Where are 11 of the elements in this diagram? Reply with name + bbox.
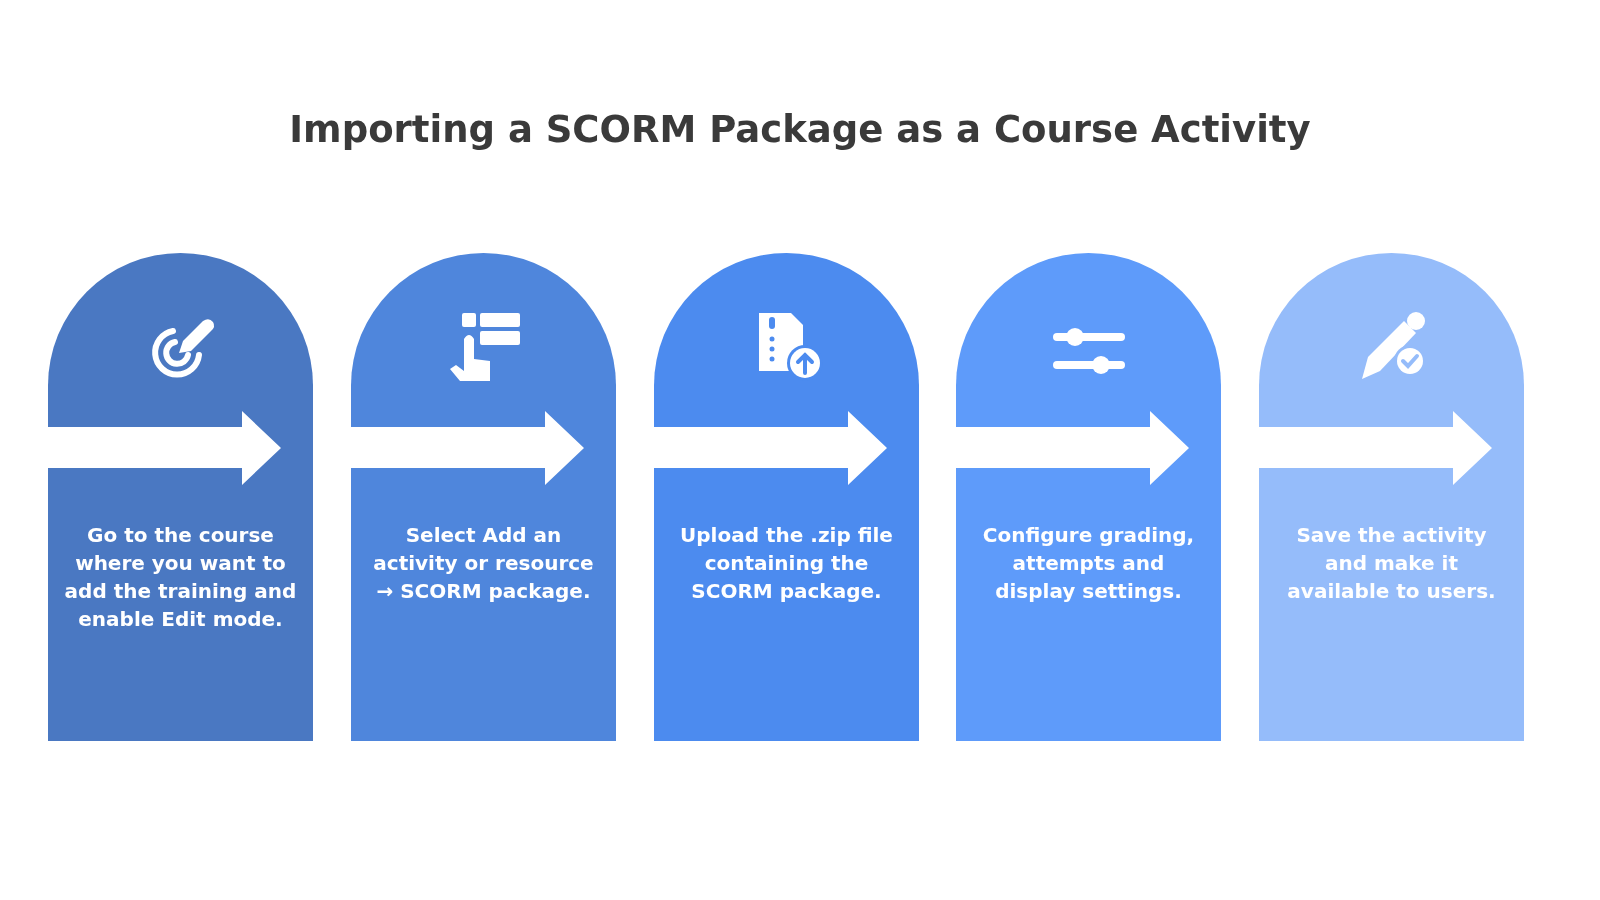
step-text: Go to the course where you want to add the training and enable Edit mode. bbox=[63, 522, 298, 633]
arch-step-card bbox=[48, 253, 313, 741]
arch-step-card bbox=[351, 253, 616, 741]
arch-step-card bbox=[654, 253, 919, 741]
step-text: Select Add an activity or resource → SCORM package. bbox=[372, 522, 595, 605]
step-text: Upload the .zip file containing the SCORM package. bbox=[679, 522, 894, 605]
arch-step-card bbox=[1259, 253, 1524, 741]
arch-step-card bbox=[956, 253, 1221, 741]
step-text: Configure grading, attempts and display settings. bbox=[981, 522, 1196, 605]
step-text: Save the activity and make it available to users. bbox=[1286, 522, 1497, 605]
title: Importing a SCORM Package as a Course Activity bbox=[288, 108, 1312, 151]
